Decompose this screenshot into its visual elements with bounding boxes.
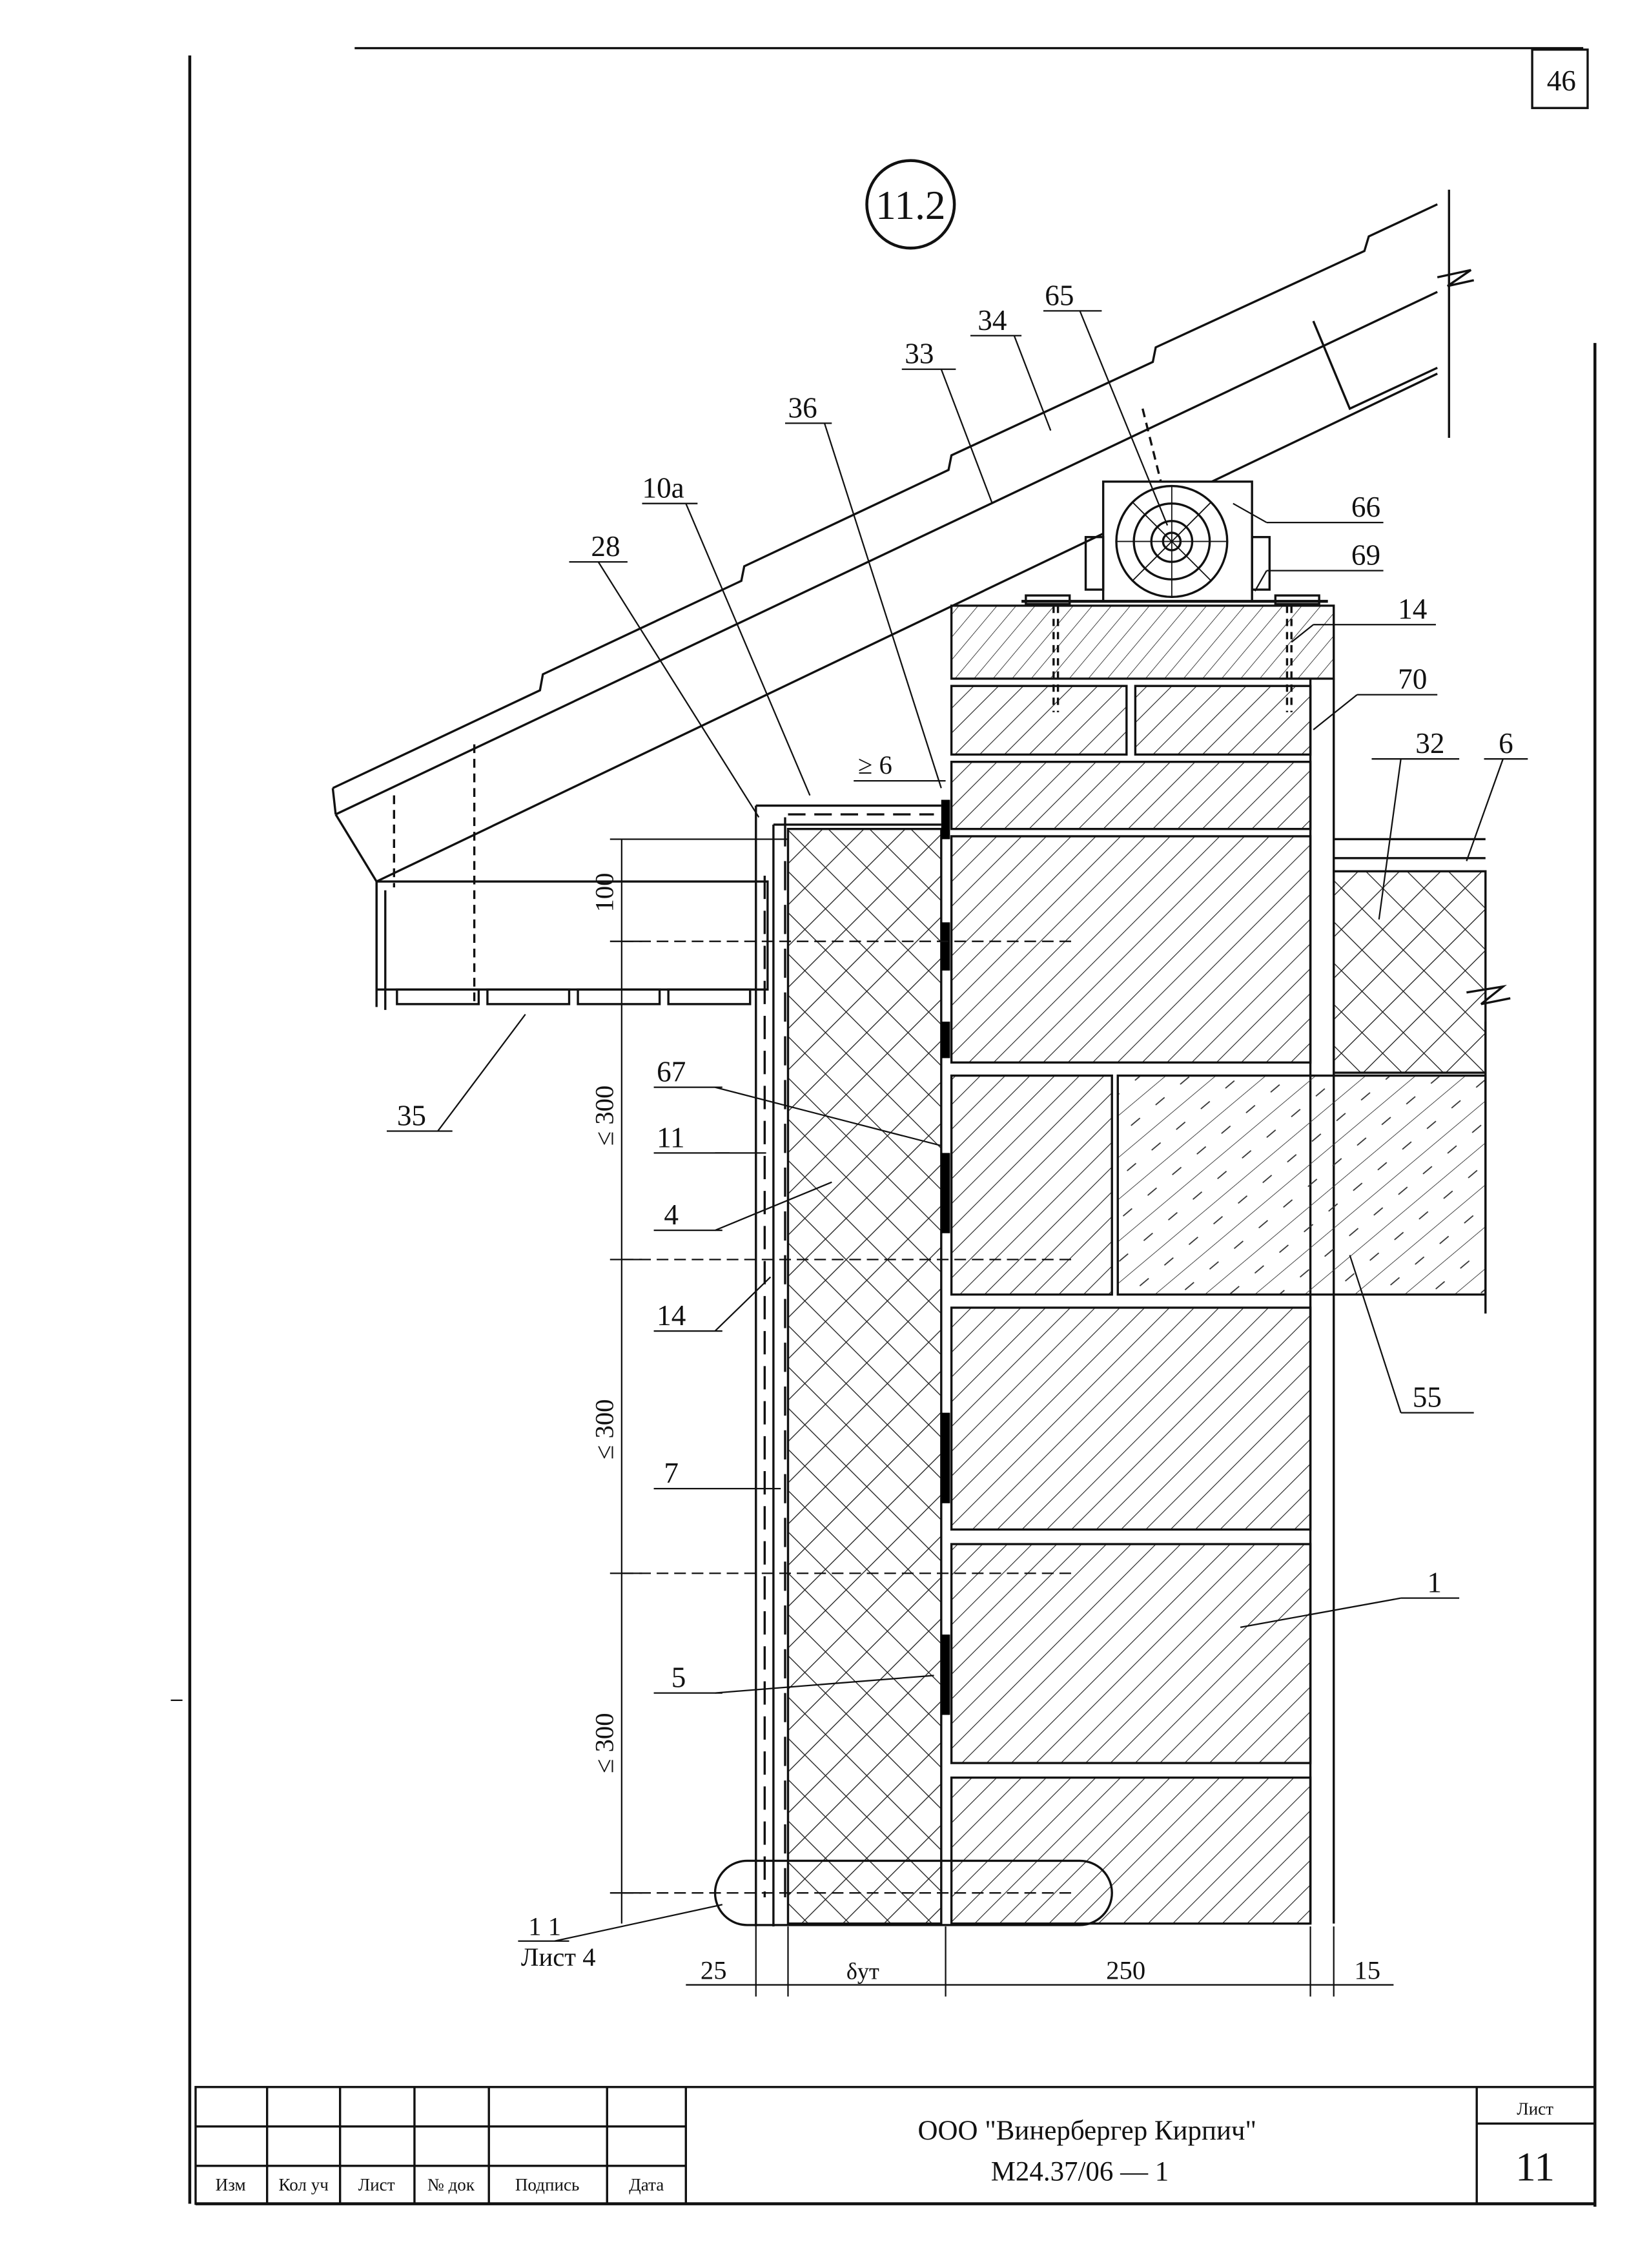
page-number: 46 <box>1547 65 1576 97</box>
page-number-box: 46 <box>1531 48 1589 109</box>
sheet-label: Лист <box>1517 2099 1553 2119</box>
section-reference: 1 1 Лист 4 <box>521 1912 596 1972</box>
callout-28: 28 <box>591 530 620 562</box>
dim-15: 15 <box>1354 1956 1380 1985</box>
floor-slab <box>1116 985 1511 1314</box>
callout-66: 66 <box>1351 491 1380 523</box>
timber-beam <box>1021 480 1328 606</box>
document-code: М24.37/06 — 1 <box>991 2156 1169 2187</box>
col-podpis: Подпись <box>515 2175 580 2194</box>
attic-insulation <box>1333 838 1487 1074</box>
wall-insulation <box>755 804 943 1927</box>
dim-insulation: δут <box>846 1959 879 1984</box>
detail-number: 11.2 <box>876 183 945 228</box>
col-data: Дата <box>629 2175 664 2194</box>
callout-69: 69 <box>1351 539 1380 572</box>
callout-6: 6 <box>1499 727 1513 759</box>
dim-300-2: ≤ 300 <box>589 1399 619 1459</box>
dim-gap: ≥ 6 <box>858 750 892 779</box>
dim-300-3: ≤ 300 <box>589 1713 619 1773</box>
callout-7: 7 <box>664 1457 679 1489</box>
callout-1: 1 <box>1427 1567 1442 1599</box>
callout-67: 67 <box>657 1056 686 1088</box>
callout-32: 32 <box>1415 727 1444 759</box>
callout-35: 35 <box>397 1099 426 1131</box>
col-doc: № док <box>427 2175 475 2194</box>
callout-14-top: 14 <box>1398 593 1427 625</box>
detail-marker: 11.2 <box>865 159 956 250</box>
callout-34: 34 <box>978 304 1007 336</box>
title-block-text: Изм Кол уч Лист № док Подпись Дата ООО "… <box>216 2099 1555 2195</box>
leader-lines <box>387 310 1528 1942</box>
anchors <box>621 940 1113 1926</box>
callout-65: 65 <box>1045 279 1074 311</box>
title-block <box>194 2086 1596 2205</box>
company-name: ООО "Винербергер Кирпич" <box>918 2116 1257 2146</box>
callout-36: 36 <box>788 391 817 424</box>
dim-300-1: ≤ 300 <box>589 1086 619 1146</box>
ref-line1: 1 1 <box>528 1912 561 1941</box>
dim-250: 250 <box>1106 1956 1145 1985</box>
dimension-lines <box>609 779 1394 1997</box>
sheet-number: 11 <box>1515 2144 1555 2189</box>
dim-25: 25 <box>701 1956 727 1985</box>
callout-10a: 10а <box>642 472 684 504</box>
col-izm: Изм <box>216 2175 246 2194</box>
col-list: Лист <box>358 2175 395 2194</box>
ref-line2: Лист 4 <box>521 1943 596 1972</box>
callout-11: 11 <box>657 1121 685 1153</box>
col-kol-uch: Кол уч <box>278 2175 328 2194</box>
eave-soffit <box>375 880 769 1010</box>
callout-5: 5 <box>671 1662 686 1694</box>
callout-33: 33 <box>905 338 934 370</box>
callout-14-bottom: 14 <box>657 1299 686 1332</box>
callout-labels: 28 10а 36 33 34 65 66 69 14 70 32 6 35 6… <box>397 279 1513 1693</box>
dimension-labels: ≥ 6 100 ≤ 300 ≤ 300 ≤ 300 25 δут 250 15 <box>589 750 1380 1985</box>
dim-100: 100 <box>589 872 619 912</box>
callout-4: 4 <box>664 1199 679 1231</box>
callout-70: 70 <box>1398 663 1427 696</box>
callout-55: 55 <box>1413 1381 1442 1414</box>
brick-wall <box>950 835 1312 1925</box>
